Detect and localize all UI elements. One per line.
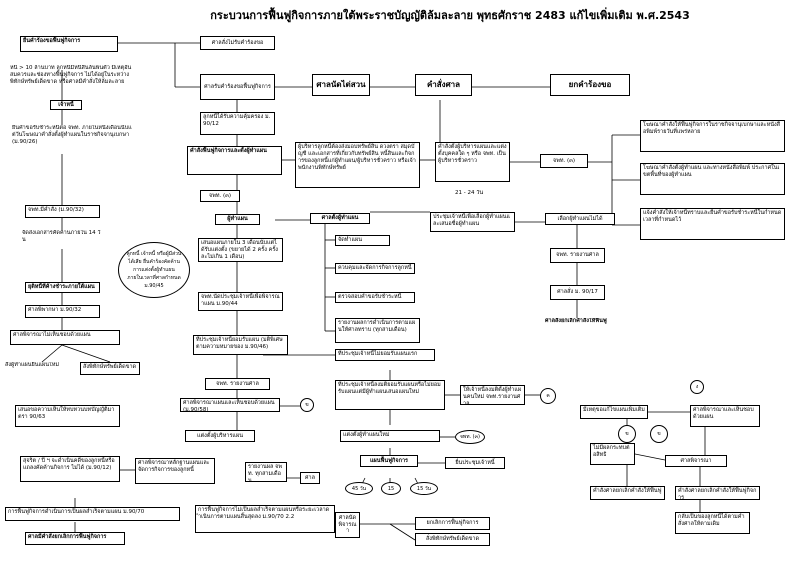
connector-circle-3: ข	[650, 425, 668, 443]
official-receiver-order-box: จพท.มีคำสั่ง (ม.90/32)	[25, 205, 100, 218]
days-21-24-text: 21 - 24 วัน	[455, 190, 484, 196]
court-cancels-order-box: คำสั่งศาลยกเลิกคำสั่งให้ฟื้นฟู	[590, 486, 665, 500]
court-ends-rehab-box: ศาลมีคำสั่งยกเลิกการฟื้นฟูกิจการ	[25, 532, 125, 545]
submit-plan-box: เสนอแผนภายใน 3 เดือนนับแต่ได้รับแต่งตั้ง…	[198, 238, 283, 262]
time-15: 15	[381, 482, 401, 495]
court-considers-plan-box: ศาลพิจารณาหลักฐานแผนและจัดการกิจการของลู…	[135, 458, 215, 484]
notify-creditors-box: แจ้งคำสั่งให้เจ้าหนี้ทราบและยื่นคำขอรับช…	[640, 208, 785, 240]
appoint-administrator-box: คำสั่งตั้งผู้บริหารแผนและแต่งตั้งบุคคลใด…	[435, 142, 510, 182]
debtor-rights-box: สุจริต / ปี ฯ จะดำเนินคดีของลูกหนี้หรือแ…	[20, 456, 120, 482]
claim-filing-text: ยื่นคำขอรับชำระหนี้ต่อ จพท. ภายในหนึ่งเด…	[12, 125, 132, 145]
creditor-petition-box: ยื่นคำร้องขอฟื้นฟูกิจการ	[20, 36, 118, 52]
bankruptcy-result-box: สั่งพิทักษ์ทรัพย์เด็ดขาด	[415, 533, 490, 546]
meeting-rejects-plan-box: ที่ประชุมเจ้าหนี้ไม่ยอมรับแผนแรก	[335, 349, 435, 361]
connector-circle-1: ข	[300, 398, 314, 412]
settle-debts-box: ยุติหนี้ที่ค้างชำระภายใต้แผน	[25, 282, 100, 293]
publish-planner-order-box: โฆษณาคำสั่งตั้งผู้ทำแผน และทางหนังสือพิม…	[640, 163, 785, 195]
rehab-order-box: คำสั่งฟื้นฟูกิจการและตั้งผู้ทำแผน	[187, 146, 282, 175]
objection-text: จัดส่งเอกสารคัดค้านภายใน 14 วัน	[22, 230, 101, 243]
request-review-box: เสนอขอความเห็นให้ทบทวนบทบัญญัติมาตรา 90/…	[15, 405, 120, 427]
meeting-accepts-plan-box: ที่ประชุมเจ้าหนี้ยอมรับแผน (มติพิเศษตามค…	[193, 335, 288, 355]
management-handover-box: ผู้บริหารลูกหนี้ต้องส่งมอบทรัพย์สิน ดวงต…	[295, 142, 420, 188]
court-cancels-rehab-text: ศาลสั่งยกเลิกคำสั่งให้ฟื้นฟู	[545, 318, 607, 324]
court-judgment-box: ศาลพิพากษา ม.90/32	[25, 305, 100, 318]
rehab-plan-box: แผนฟื้นฟูกิจการ	[360, 455, 418, 467]
duty-draft-plan-box: จัดทำแผน	[335, 235, 390, 246]
duty-manage-business-box: ควบคุมและจัดการกิจการลูกหนี้	[335, 263, 415, 274]
court-considers-right-box: ศาลพิจารณา	[665, 455, 727, 467]
duty-review-claims-box: ตรวจสอบคำขอรับชำระหนี้	[335, 292, 415, 303]
official-receiver-left-box: จพท. (๓)	[200, 190, 240, 202]
court-appoints-planner-box: ศาลตั้งผู้ทำแผน	[310, 213, 370, 224]
court-order-box: คำสั่งศาล	[415, 74, 472, 96]
court-cancels-rehab-box: คำสั่งศาลยกเลิกคำสั่งให้ฟื้นฟูกิจการ	[675, 486, 760, 500]
monitor-report-box: รายงานผล จพท. ทุกสามเดือน	[245, 462, 287, 482]
court-hearing-small-box: ศาลนัดพิจารณา	[335, 512, 360, 538]
cannot-select-planner-box: เลือกผู้ทำแผนไม่ได้	[545, 213, 615, 225]
new-planner-resolution-box: ให้เจ้าหนี้ลงมติตั้งผู้ทำแผนคนใหม่ จพท.ร…	[460, 385, 525, 405]
planner-box: ผู้ทำแผน	[215, 214, 260, 225]
new-meeting-box: ยื่นประชุมเจ้าหนี้	[445, 457, 505, 469]
objection-note-oval: ลูกหนี้ เจ้าหนี้ หรือผู้มีส่วนได้เสีย ยื…	[118, 242, 190, 298]
order-bankruptcy-box: สั่งพิทักษ์ทรัพย์เด็ดขาด	[80, 362, 140, 375]
diagram-title: กระบวนการฟื้นฟูกิจการภายใต้พระราชบัญญัติ…	[210, 9, 690, 22]
petition-requirements-text: หนี้ > 10 ล้านบาท ลูกหนี้มีหนี้สินล้นพ้น…	[10, 65, 132, 85]
no-rights-impact-box: ไม่มีผลกระทบต่อสิทธิ	[590, 443, 635, 465]
connector-circle-5: ค	[540, 388, 556, 404]
court-order-9017-box: ศาลสั่ง ม. 90/17	[550, 285, 605, 300]
creditors-meeting-call-box: จพท.นัดประชุมเจ้าหนี้เพื่อพิจารณาแผน ม.9…	[198, 292, 283, 311]
official-receiver-right-box: จพท. (๓)	[540, 154, 588, 168]
court-hearing-box: ศาลนัดไต่สวน	[312, 74, 370, 96]
order-new-plan-text: สั่งผู้ทำแผนยื่นแผนใหม่	[5, 362, 59, 368]
time-15-days: 15 วัน	[410, 482, 438, 495]
appoint-plan-administrator-box: แต่งตั้งผู้บริหารแผน	[185, 430, 255, 442]
creditor-box: เจ้าหนี้	[50, 100, 82, 110]
connector-circle-4: จพท. (๓)	[455, 430, 485, 444]
court-rejects-plan-box: ศาลพิจารณาไม่เห็นชอบด้วยแผน	[10, 330, 120, 345]
duty-report-progress-box: รายงานผลการดำเนินการตามแผนให้ศาลทราบ (ทุ…	[335, 318, 420, 343]
official-receiver-reports-box: จพท. รายงานศาล	[205, 378, 270, 390]
connector-circle-2: ข	[618, 425, 636, 443]
court-approves-amendment-box: ศาลพิจารณาและเห็นชอบด้วยแผน	[690, 405, 760, 427]
connector-circle-6: ง	[690, 380, 704, 394]
court-approves-plan-box: ศาลพิจารณาแผนและเห็นชอบด้วยแผน (ม.90/58)	[180, 398, 280, 412]
court-accepts-petition-box: ศาลรับคำร้องขอฟื้นฟูกิจการ	[200, 74, 275, 100]
plan-success-box: การฟื้นฟูกิจการดำเนินการเป็นผลสำเร็จตามแ…	[5, 507, 180, 521]
court-rejects-petition-box: ศาลสั่งไม่รับคำร้องขอ	[200, 36, 275, 50]
publish-rehab-order-box: โฆษณาคำสั่งให้ฟื้นฟูกิจการในราชกิจจานุเบ…	[640, 120, 785, 152]
court-decides-box: ศาล	[300, 472, 320, 484]
amend-plan-box: มีเหตุขอแก้ไขแผนเพิ่มเติม	[580, 405, 648, 419]
plan-failed-box: การฟื้นฟูกิจการไม่เป็นผลสำเร็จตามแผนหรือ…	[195, 505, 335, 533]
return-to-debtor-box: กลับเป็นของลูกหนี้ได้ตามคำสั่งศาลให้ตามเ…	[675, 512, 750, 534]
dismiss-petition-box: ยกคำร้องขอ	[550, 74, 630, 96]
cancel-rehab-result-box: ยกเลิกการฟื้นฟูกิจการ	[415, 517, 490, 530]
automatic-stay-box: ลูกหนี้ได้รับความคุ้มครอง ม.90/12	[200, 112, 275, 135]
appoint-new-planner-box: แต่งตั้งผู้ทำแผนใหม่	[340, 430, 440, 442]
time-45-days: 45 วัน	[345, 482, 373, 495]
meeting-vote-box: ที่ประชุมเจ้าหนี้ลงมติยอมรับแผนหรือไม่ยอ…	[335, 380, 445, 410]
receiver-reports-court-box: จพท. รายงานศาล	[550, 248, 605, 263]
select-planner-meeting-box: ประชุมเจ้าหนี้เพื่อเลือกผู้ทำแผนและเสนอช…	[430, 212, 515, 232]
